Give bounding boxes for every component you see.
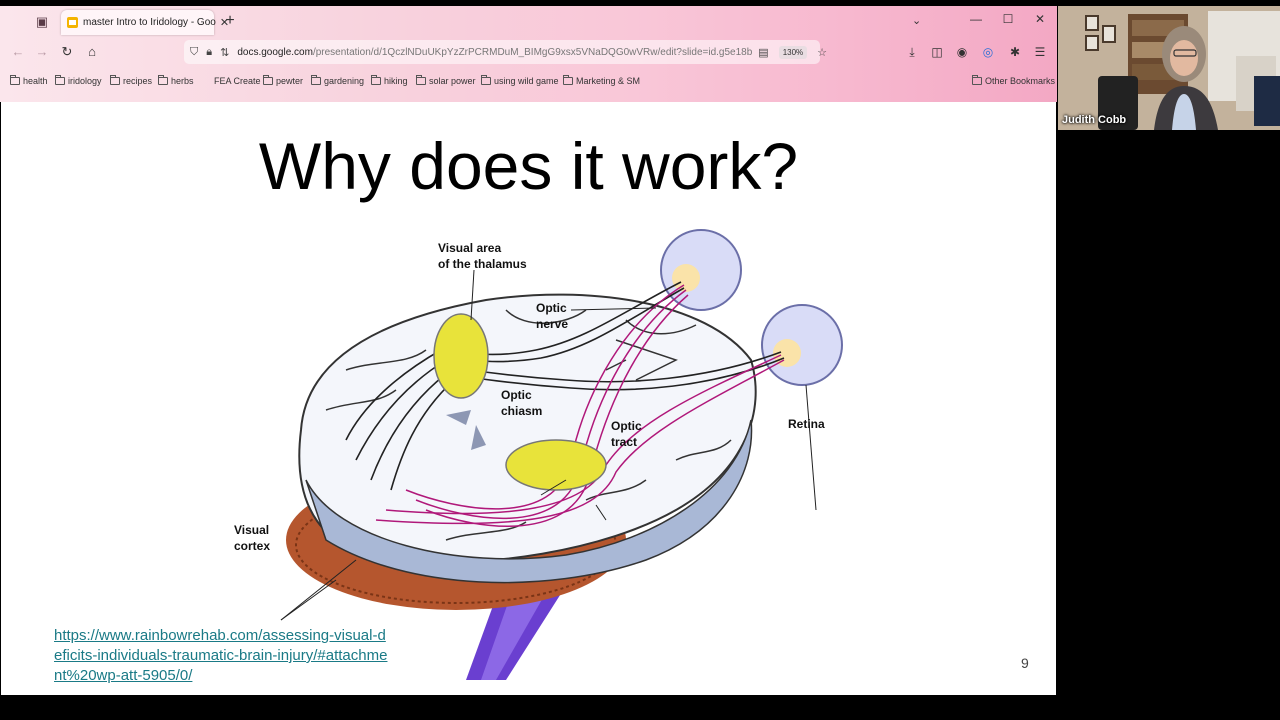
brain-lower-surface bbox=[305, 419, 753, 584]
right-eyeball-shape bbox=[761, 304, 843, 386]
label-optic-tract-line-2: tract bbox=[611, 435, 637, 449]
tab-active[interactable]: master Intro to Iridology - Goo ✕ bbox=[61, 10, 229, 35]
browser-window: ▣ master Intro to Iridology - Goo ✕ + ⌄ … bbox=[0, 6, 1057, 102]
folder-icon bbox=[371, 75, 381, 85]
label-optic-nerve-line-2: nerve bbox=[536, 317, 568, 331]
extensions-puzzle-icon[interactable]: ✱ bbox=[1009, 45, 1021, 59]
folder-icon bbox=[311, 75, 321, 85]
bookmark-link[interactable]: FEA Create bbox=[214, 76, 261, 86]
label-optic-tract-line-1: Optic bbox=[611, 419, 642, 433]
bookmark-folder[interactable]: Marketing & SM bbox=[563, 74, 640, 88]
maximize-button[interactable]: ☐ bbox=[1002, 12, 1014, 26]
extension-icon[interactable]: ◎ bbox=[982, 45, 994, 59]
slide-number: 9 bbox=[1021, 655, 1029, 671]
address-bar[interactable]: ⛉ 🔒︎ ⇅ docs.google.com/presentation/d/1Q… bbox=[184, 40, 827, 64]
folder-icon bbox=[55, 75, 65, 85]
bookmark-folder[interactable]: using wild game bbox=[481, 74, 559, 88]
zoom-level-badge[interactable]: 130% bbox=[778, 45, 808, 59]
downloads-icon[interactable]: ⤓ bbox=[909, 45, 915, 59]
presentation-slide: Why does it work? bbox=[1, 102, 1056, 695]
sidebar-icon[interactable]: ◫ bbox=[931, 45, 943, 59]
tab-title: master Intro to Iridology - Goo bbox=[83, 17, 216, 28]
folder-icon bbox=[416, 75, 426, 85]
tab-bar: ▣ master Intro to Iridology - Goo ✕ + ⌄ … bbox=[0, 6, 1057, 36]
bookmark-folder[interactable]: recipes bbox=[110, 74, 152, 88]
label-optic-chiasm-line-1: Optic bbox=[501, 388, 532, 402]
tab-overview-icon[interactable]: ▣ bbox=[35, 14, 49, 29]
home-button[interactable]: ⌂ bbox=[88, 44, 96, 59]
reload-button[interactable]: ↻ bbox=[61, 44, 73, 59]
lock-icon[interactable]: 🔒︎ bbox=[206, 45, 213, 58]
label-retina: Retina bbox=[788, 417, 825, 431]
optic-chiasm-shape bbox=[446, 410, 486, 450]
close-tab-icon[interactable]: ✕ bbox=[219, 17, 230, 29]
minimize-button[interactable]: — bbox=[970, 12, 982, 26]
bookmarks-bar: health iridology recipes herbs FEA Creat… bbox=[0, 68, 1057, 92]
bookmark-folder[interactable]: herbs bbox=[158, 74, 194, 88]
bookmark-folder[interactable]: health bbox=[10, 74, 48, 88]
bookmark-folder[interactable]: gardening bbox=[311, 74, 364, 88]
label-leader-lines bbox=[280, 269, 817, 621]
close-window-button[interactable]: ✕ bbox=[1034, 12, 1046, 26]
left-eye-lens bbox=[672, 264, 700, 292]
account-icon[interactable]: ◉ bbox=[956, 45, 968, 59]
webcam-video-tile: Judith Cobb bbox=[1058, 6, 1280, 130]
other-bookmarks-folder[interactable]: Other Bookmarks bbox=[972, 74, 1055, 88]
back-button[interactable]: ← bbox=[11, 44, 25, 59]
webcam-scene-image bbox=[1058, 6, 1280, 130]
bookmark-folder[interactable]: iridology bbox=[55, 74, 102, 88]
forward-button[interactable]: → bbox=[35, 44, 49, 59]
label-optic-nerve-line-1: Optic bbox=[536, 301, 567, 315]
folder-icon bbox=[158, 75, 168, 85]
navigation-bar: ← → ↻ ⌂ ⛉ 🔒︎ ⇅ docs.google.com/presentat… bbox=[0, 36, 1057, 68]
label-optic-chiasm-line-2: chiasm bbox=[501, 404, 542, 418]
label-thalamus-line-1: Visual area bbox=[438, 241, 501, 255]
label-visual-cortex-line-2: cortex bbox=[234, 539, 270, 553]
site-permissions-icon[interactable]: ⇅ bbox=[220, 46, 230, 59]
folder-icon bbox=[563, 75, 573, 85]
bookmark-folder[interactable]: hiking bbox=[371, 74, 408, 88]
participant-name: Judith Cobb bbox=[1062, 114, 1127, 126]
folder-icon bbox=[972, 75, 982, 85]
reader-mode-icon[interactable]: ▤ bbox=[758, 46, 769, 59]
left-eyeball-shape bbox=[660, 229, 742, 311]
label-visual-cortex-line-1: Visual bbox=[234, 523, 269, 537]
slides-favicon-icon bbox=[67, 17, 78, 28]
folder-icon bbox=[10, 75, 20, 85]
source-link[interactable]: https://www.rainbowrehab.com/assessing-v… bbox=[54, 627, 388, 684]
new-tab-button[interactable]: + bbox=[225, 12, 235, 29]
visual-pathway-diagram: Visual area of the thalamus Optic nerve … bbox=[234, 229, 843, 680]
shield-icon[interactable]: ⛉ bbox=[190, 45, 199, 58]
folder-icon bbox=[263, 75, 273, 85]
slide-title: Why does it work? bbox=[258, 129, 799, 203]
lateral-geniculate-shape bbox=[505, 439, 607, 491]
folder-icon bbox=[481, 75, 491, 85]
bookmark-folder[interactable]: pewter bbox=[263, 74, 303, 88]
folder-icon bbox=[110, 75, 120, 85]
menu-icon[interactable]: ☰ bbox=[1034, 45, 1046, 59]
url-text[interactable]: docs.google.com/presentation/d/1QczlNDuU… bbox=[237, 46, 753, 58]
label-thalamus-line-2: of the thalamus bbox=[438, 257, 527, 271]
bookmark-star-icon[interactable]: ☆ bbox=[817, 46, 828, 59]
list-tabs-chevron-icon[interactable]: ⌄ bbox=[912, 15, 922, 27]
thalamus-visual-area-shape bbox=[433, 313, 489, 399]
bookmark-folder[interactable]: solar power bbox=[416, 74, 476, 88]
